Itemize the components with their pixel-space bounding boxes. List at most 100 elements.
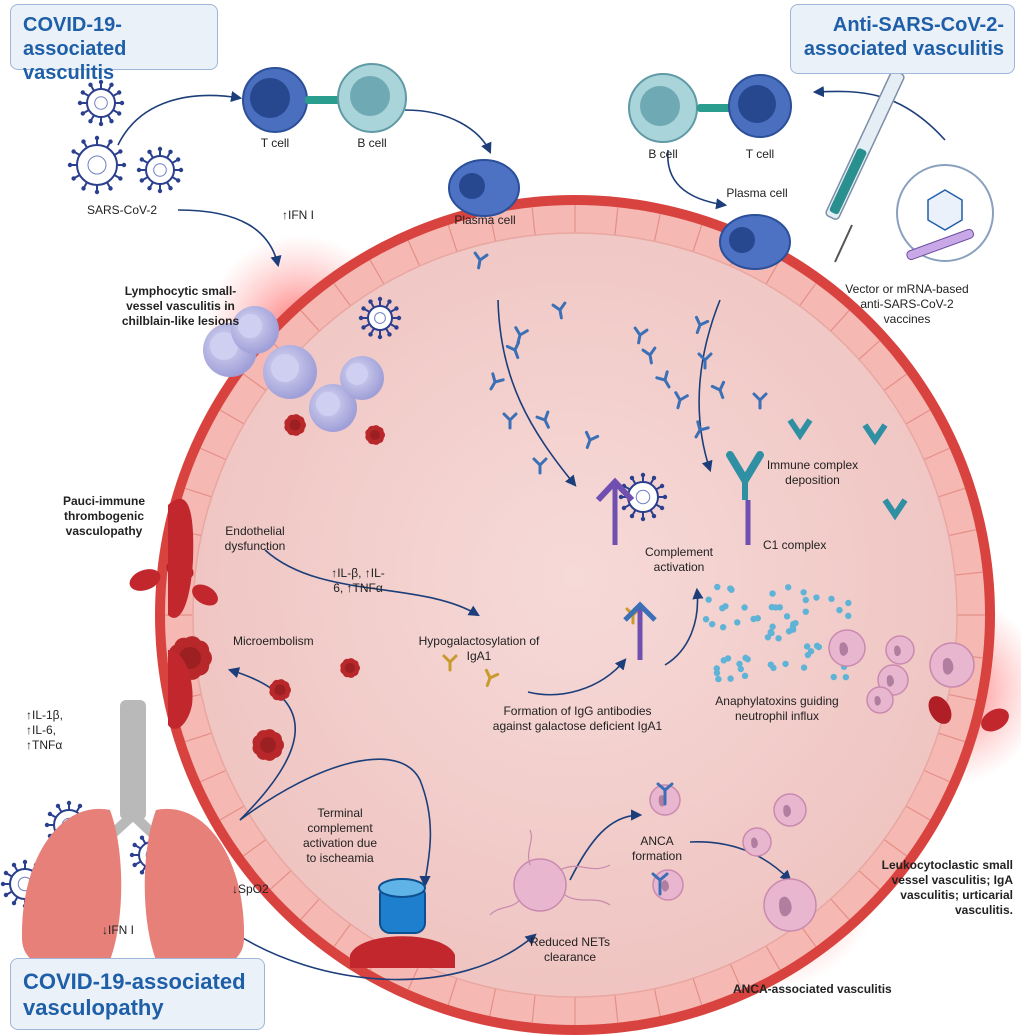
iga1-complex [623, 601, 657, 660]
microembolus [284, 414, 306, 436]
anaphylatoxin-dot [803, 643, 811, 650]
label-plasma-cell-left: Plasma cell [454, 213, 516, 227]
microemboli [168, 414, 385, 761]
endothelial-border [729, 963, 743, 990]
endothelial-border [692, 224, 703, 252]
label-anaphylatoxins: Anaphylatoxins guiding neutrophil influx [715, 694, 839, 723]
anaphylatoxin-dot [720, 657, 727, 664]
label-reduced-nets: Reduced NETs clearance [529, 935, 611, 964]
antibody [532, 457, 548, 475]
antibody [473, 251, 489, 270]
endothelial-border [269, 870, 292, 890]
neutrophil [866, 686, 894, 714]
neutrophil [742, 827, 772, 857]
endothelial-border [369, 259, 385, 285]
endothelial-border [765, 259, 781, 285]
endothelial-border [184, 487, 212, 498]
endothelial-border [948, 693, 977, 701]
endothelial-border [531, 207, 536, 236]
lungs-icon [21, 700, 245, 969]
anaphylatoxin-dot [769, 623, 776, 630]
anaphylatoxin-dot [782, 660, 789, 668]
label-t-cell-left: T cell [260, 136, 290, 150]
label-cytokines-center: ↑IL-β, ↑IL-6, ↑TNFα [331, 566, 385, 595]
antibody [489, 372, 505, 391]
endothelial-border [614, 207, 619, 236]
anaphylatoxin-dot [764, 634, 772, 641]
label-plasma-cell-right: Plasma cell [726, 186, 788, 200]
anaphylatoxin-dot [750, 615, 757, 623]
anaphylatoxin-dot [741, 604, 748, 611]
anaphylatoxin-dot [845, 612, 852, 620]
anaphylatoxin-dot [800, 664, 808, 671]
endothelial-border [333, 282, 351, 307]
anaphylatoxin-dot [734, 619, 741, 626]
anaphylatoxin-dot [714, 583, 721, 591]
sars-cov-2-virus [77, 79, 125, 127]
endothelial-border [489, 213, 497, 242]
endothelial-border [905, 409, 931, 425]
endothelial-border [692, 978, 703, 1006]
b-cell-right [628, 73, 698, 143]
endothelial-border [200, 447, 227, 461]
antibodies [442, 251, 768, 688]
anaphylatoxin-dot [702, 615, 710, 623]
anaphylatoxin-dot [813, 594, 820, 601]
neutrophil [763, 878, 817, 932]
anaphylatoxin-dot [807, 648, 815, 655]
anaphylatoxin-dot [770, 664, 777, 672]
anaphylatoxin-dot [736, 660, 743, 668]
antibody [535, 410, 550, 429]
wall-thrombus [168, 498, 194, 729]
endothelial-border [799, 282, 817, 307]
anaphylatoxin-dot [845, 599, 852, 607]
wall-immune-deposit [787, 418, 908, 521]
nets [489, 829, 611, 916]
plasma-cell-left [448, 159, 520, 217]
label-pauci: Pauci-immune thrombogenic vasculopathy [62, 494, 146, 538]
b-cell-left [337, 63, 407, 133]
endothelial-border [653, 988, 661, 1017]
anaphylatoxin-dot [727, 585, 734, 592]
antibody [694, 315, 710, 335]
label-ifn-up: ↑IFN I [282, 208, 314, 222]
endothelial-border [858, 340, 881, 360]
antibody [633, 326, 649, 345]
label-sars-cov2: SARS-CoV-2 [86, 203, 158, 217]
antibody [584, 430, 600, 450]
antibody [697, 352, 713, 370]
endothelial-border [489, 988, 497, 1017]
endothelial-border [242, 839, 267, 857]
vaccine-bubble [896, 164, 994, 262]
anaphylatoxins [702, 583, 852, 683]
title-covid-vasculopathy: COVID-19-associated vasculopathy [10, 958, 265, 1030]
antibody [484, 668, 500, 688]
anaphylatoxin-dot [767, 628, 774, 636]
antibody [641, 346, 657, 365]
endothelial-border [242, 373, 267, 391]
t-cell-left [242, 67, 308, 133]
anaphylatoxin-dot [713, 669, 721, 677]
immune-complex-virus [595, 477, 635, 545]
label-b-cell-right: B cell [648, 147, 678, 161]
label-microembolism: Microembolism [233, 634, 314, 648]
immune-complex-c1 [726, 451, 764, 545]
syringe-icon [825, 70, 905, 263]
anaphylatoxin-dot [836, 606, 843, 614]
anaphylatoxin-dot [742, 654, 749, 662]
anaphylatoxin-dot [830, 673, 837, 681]
endothelial-border [447, 224, 458, 252]
anaphylatoxin-dot [727, 675, 734, 682]
label-t-cell-right: T cell [745, 147, 775, 161]
tcr-connector-left [305, 96, 343, 104]
anaphylatoxin-dot [842, 673, 850, 681]
anaphylatoxin-dot [769, 590, 776, 597]
neutrophil [885, 635, 915, 665]
antibody [710, 380, 726, 400]
endothelial-border [300, 898, 320, 921]
antibody [442, 654, 458, 672]
label-vaccines: Vector or mRNA-based anti-SARS-CoV-2 vac… [845, 282, 969, 326]
label-hypogalactosylation: Hypogalactosylation of IgA1 [418, 634, 540, 663]
